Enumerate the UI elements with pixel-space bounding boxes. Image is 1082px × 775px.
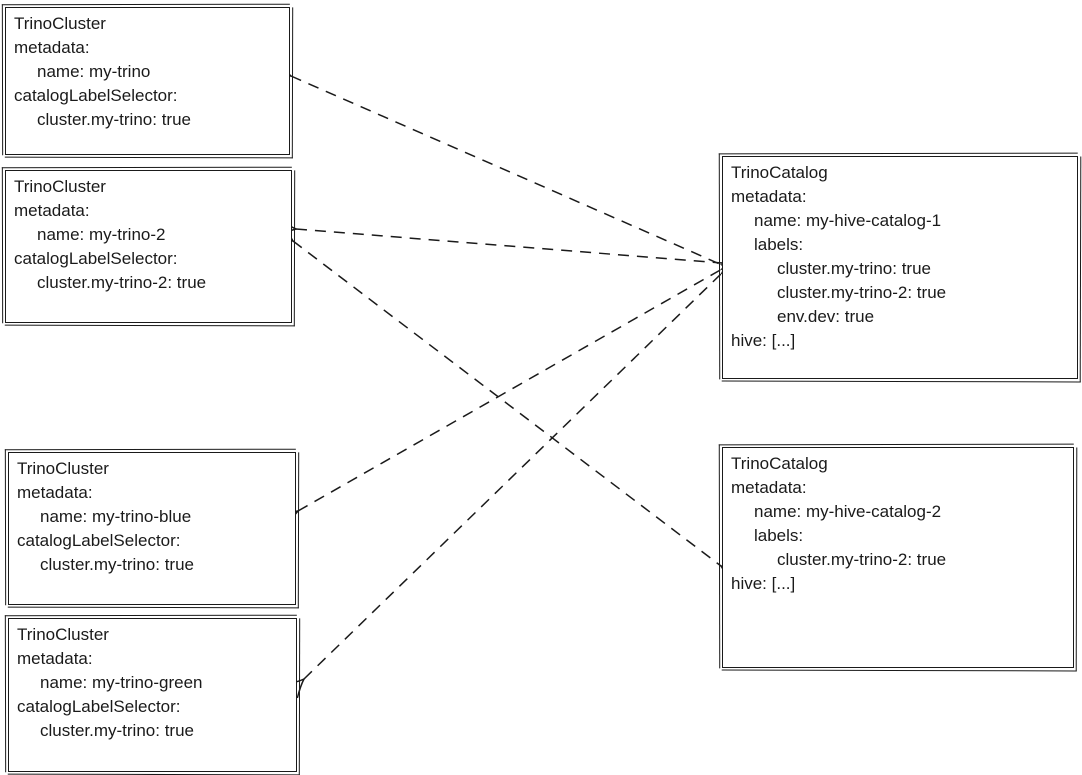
- resource-kind: TrinoCluster: [14, 177, 106, 196]
- labels-label: labels:: [754, 235, 804, 254]
- label-entry: cluster.my-trino-2: true: [777, 283, 947, 302]
- arrow-my-trino-green--my-hive-catalog-1: [286, 253, 740, 699]
- trinocluster-my-trino-2-box: TrinoCluster metadata: name: my-trino-2 …: [5, 170, 292, 323]
- hive-field: hive: [...]: [731, 574, 796, 593]
- metadata-label: metadata:: [731, 478, 807, 497]
- resource-kind: TrinoCatalog: [731, 163, 828, 182]
- name-field: name: my-trino-blue: [40, 507, 192, 526]
- selector-label: catalogLabelSelector:: [14, 249, 178, 268]
- selector-entry: cluster.my-trino: true: [40, 721, 194, 740]
- resource-kind: TrinoCluster: [17, 625, 109, 644]
- resource-kind: TrinoCatalog: [731, 454, 828, 473]
- trinocluster-my-trino-box: TrinoCluster metadata: name: my-trino ca…: [5, 7, 290, 155]
- selector-label: catalogLabelSelector:: [17, 531, 181, 550]
- name-field: name: my-trino: [37, 62, 151, 81]
- metadata-label: metadata:: [731, 187, 807, 206]
- name-field: name: my-trino-green: [40, 673, 203, 692]
- trinocluster-my-trino-blue-box: TrinoCluster metadata: name: my-trino-bl…: [8, 452, 296, 605]
- arrow-my-trino-2--my-hive-catalog-1: [276, 218, 742, 274]
- selector-label: catalogLabelSelector:: [17, 697, 181, 716]
- metadata-label: metadata:: [17, 483, 93, 502]
- name-field: name: my-hive-catalog-2: [754, 502, 942, 521]
- arrow-my-trino-blue--my-hive-catalog-1: [280, 251, 740, 529]
- metadata-label: metadata:: [14, 38, 90, 57]
- name-field: name: my-trino-2: [37, 225, 166, 244]
- arrow-my-trino--my-hive-catalog-1: [270, 61, 743, 280]
- resource-kind: TrinoCluster: [14, 14, 106, 33]
- labels-label: labels:: [754, 526, 804, 545]
- trinocatalog-my-hive-catalog-1-box: TrinoCatalog metadata: name: my-hive-cat…: [722, 156, 1078, 379]
- metadata-label: metadata:: [14, 201, 90, 220]
- arrow-my-trino-2--my-hive-catalog-2: [273, 224, 741, 583]
- trinocluster-my-trino-green-box: TrinoCluster metadata: name: my-trino-gr…: [8, 618, 297, 772]
- metadata-label: metadata:: [17, 649, 93, 668]
- hive-field: hive: [...]: [731, 331, 796, 350]
- selector-entry: cluster.my-trino: true: [37, 110, 191, 129]
- selector-entry: cluster.my-trino-2: true: [37, 273, 207, 292]
- label-entry: cluster.my-trino: true: [777, 259, 931, 278]
- resource-kind: TrinoCluster: [17, 459, 109, 478]
- label-entry: cluster.my-trino-2: true: [777, 550, 947, 569]
- name-field: name: my-hive-catalog-1: [754, 211, 942, 230]
- trinocatalog-my-hive-catalog-2-box: TrinoCatalog metadata: name: my-hive-cat…: [722, 447, 1074, 668]
- selector-label: catalogLabelSelector:: [14, 86, 178, 105]
- selector-entry: cluster.my-trino: true: [40, 555, 194, 574]
- label-entry: env.dev: true: [777, 307, 875, 326]
